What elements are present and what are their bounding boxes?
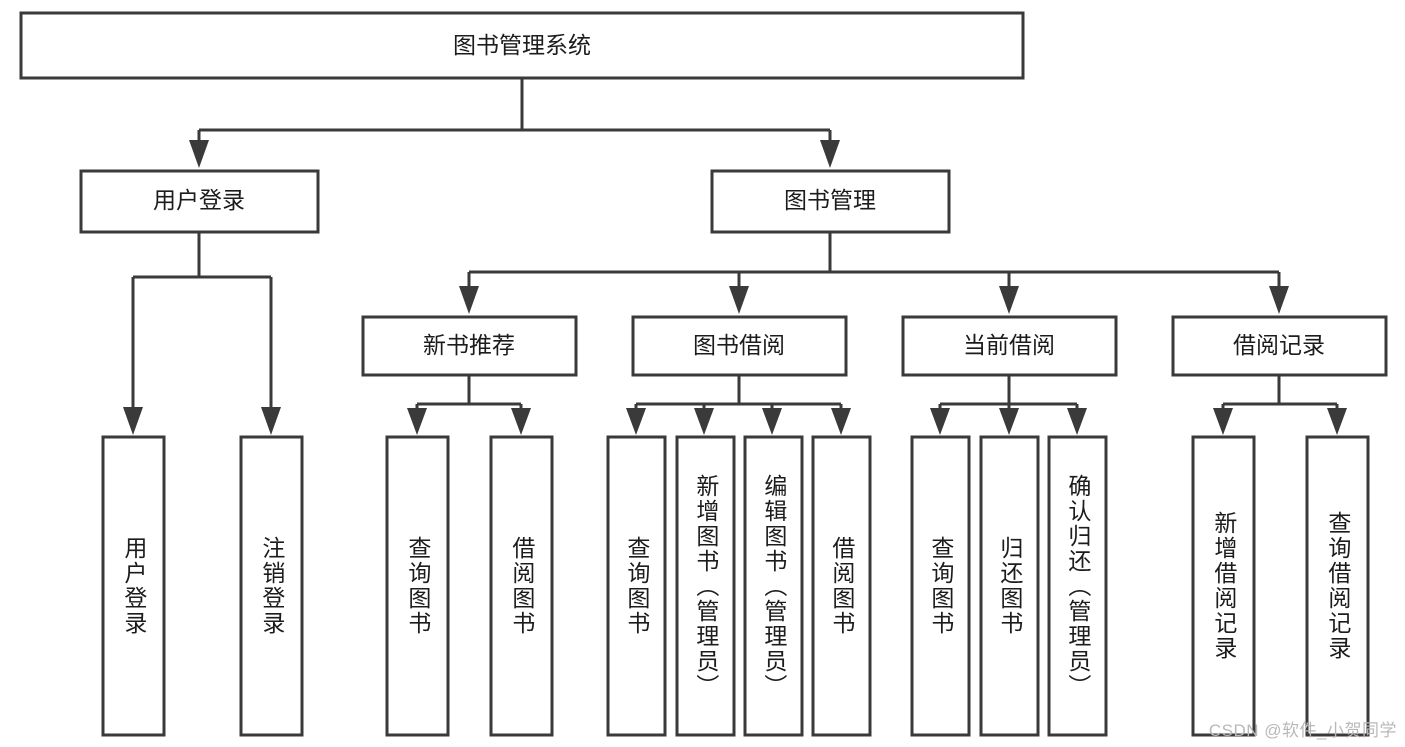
leaf-box-current-borrow-3[interactable] (1047, 435, 1108, 737)
arrow-bb-leaf-1 (626, 408, 646, 435)
arrow-br-leaf-1 (1213, 408, 1233, 435)
node-borrow-records-box[interactable] (1171, 315, 1388, 377)
leaf-box-book-borrow-1[interactable] (606, 435, 667, 737)
node-book-borrow-box[interactable] (631, 315, 848, 377)
arrow-to-book-borrow (729, 286, 749, 314)
arrow-userlogin-leaf-1 (123, 407, 143, 435)
node-root-label: 图书管理系统 (453, 32, 591, 58)
arrow-br-leaf-2 (1327, 408, 1347, 435)
arrow-userlogin-leaf-2 (261, 407, 281, 435)
node-borrow-records-label: 借阅记录 (1233, 332, 1325, 358)
node-book-manage[interactable]: 图书管理 (710, 169, 951, 234)
leaf-box-borrow-records-1[interactable] (1191, 435, 1256, 737)
leaf-box-user-login-1[interactable] (101, 435, 166, 737)
arrow-cb-leaf-2 (999, 408, 1019, 435)
leaf-box-borrow-records-2[interactable] (1305, 435, 1370, 737)
node-book-borrow-label: 图书借阅 (693, 332, 785, 358)
node-root[interactable]: 图书管理系统 (19, 11, 1025, 80)
leaf-box-book-borrow-4[interactable] (811, 435, 872, 737)
node-book-manage-box[interactable] (710, 169, 951, 234)
leaf-box-new-book-2[interactable] (489, 435, 554, 737)
node-borrow-records[interactable]: 借阅记录 (1171, 315, 1388, 377)
arrow-bb-leaf-4 (831, 408, 851, 435)
node-book-manage-label: 图书管理 (784, 187, 876, 213)
arrow-cb-leaf-3 (1067, 408, 1087, 435)
arrow-to-new-book (459, 286, 479, 314)
arrow-to-user-login (189, 140, 209, 168)
node-new-book-recommend-box[interactable] (361, 315, 578, 377)
leaf-box-book-borrow-3[interactable] (743, 435, 804, 737)
node-new-book-recommend-label: 新书推荐 (423, 332, 515, 358)
arrow-to-borrow-records (1269, 286, 1289, 314)
leaf-box-group (101, 435, 1370, 737)
arrow-newbook-leaf-1 (407, 408, 427, 435)
arrow-bb-leaf-3 (762, 408, 782, 435)
arrow-newbook-leaf-2 (511, 408, 531, 435)
leaf-box-book-borrow-2[interactable] (675, 435, 736, 737)
node-user-login[interactable]: 用户登录 (79, 169, 320, 234)
leaf-box-current-borrow-1[interactable] (910, 435, 971, 737)
node-root-box[interactable] (19, 11, 1025, 80)
arrow-to-book-manage (820, 140, 840, 168)
watermark-text: CSDN @软件_小贺同学 (1208, 721, 1397, 740)
node-current-borrow-label: 当前借阅 (963, 332, 1055, 358)
node-user-login-box[interactable] (79, 169, 320, 234)
leaf-box-current-borrow-2[interactable] (979, 435, 1040, 737)
node-user-login-label: 用户登录 (153, 187, 245, 213)
leaf-box-new-book-1[interactable] (385, 435, 450, 737)
node-current-borrow-box[interactable] (901, 315, 1118, 377)
node-current-borrow[interactable]: 当前借阅 (901, 315, 1118, 377)
node-new-book-recommend[interactable]: 新书推荐 (361, 315, 578, 377)
node-book-borrow[interactable]: 图书借阅 (631, 315, 848, 377)
arrow-bb-leaf-2 (694, 408, 714, 435)
arrow-cb-leaf-1 (930, 408, 950, 435)
leaf-box-user-login-2[interactable] (239, 435, 304, 737)
connector-group (123, 79, 1347, 435)
arrow-to-current-borrow (999, 286, 1019, 314)
